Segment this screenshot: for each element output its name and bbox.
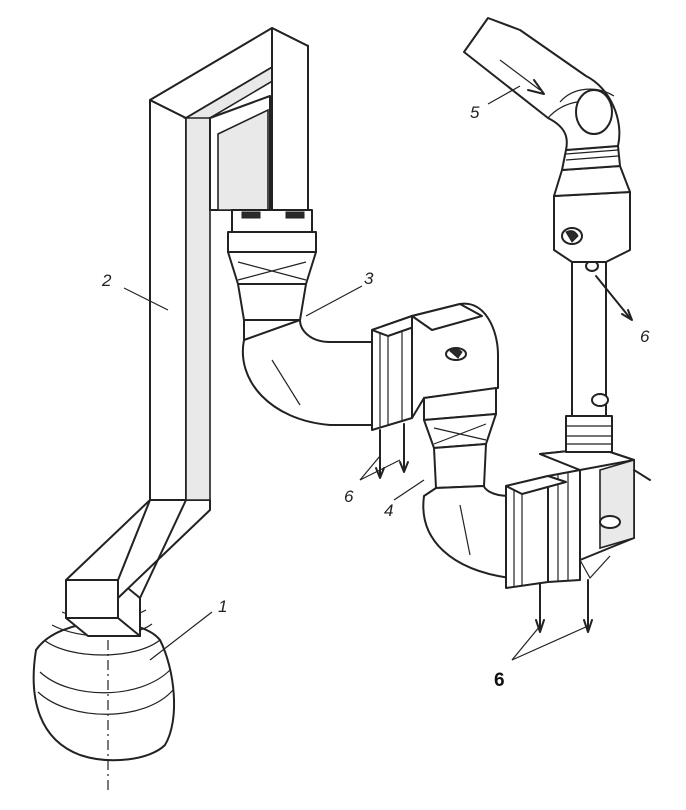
rectangular-duct [65, 27, 309, 637]
inlet-elbow-5 [463, 17, 621, 151]
leader-lines [123, 85, 589, 661]
right-box-unit [539, 447, 651, 580]
vertical-round-pipe [553, 145, 631, 453]
label-6-left: 6 [344, 487, 354, 506]
label-6-right: 6 [640, 327, 650, 346]
label-6-bottom: 6 [494, 670, 505, 691]
transition-unit-4 [422, 443, 593, 633]
label-1: 1 [218, 597, 227, 616]
label-4: 4 [384, 501, 393, 520]
transition-unit-3 [227, 209, 429, 479]
pipe-outlet-arrow [595, 275, 633, 321]
collector-bell [32, 600, 175, 790]
label-3: 3 [364, 269, 374, 288]
label-5: 5 [470, 103, 480, 122]
middle-box-unit [411, 302, 499, 449]
label-2: 2 [101, 271, 112, 290]
